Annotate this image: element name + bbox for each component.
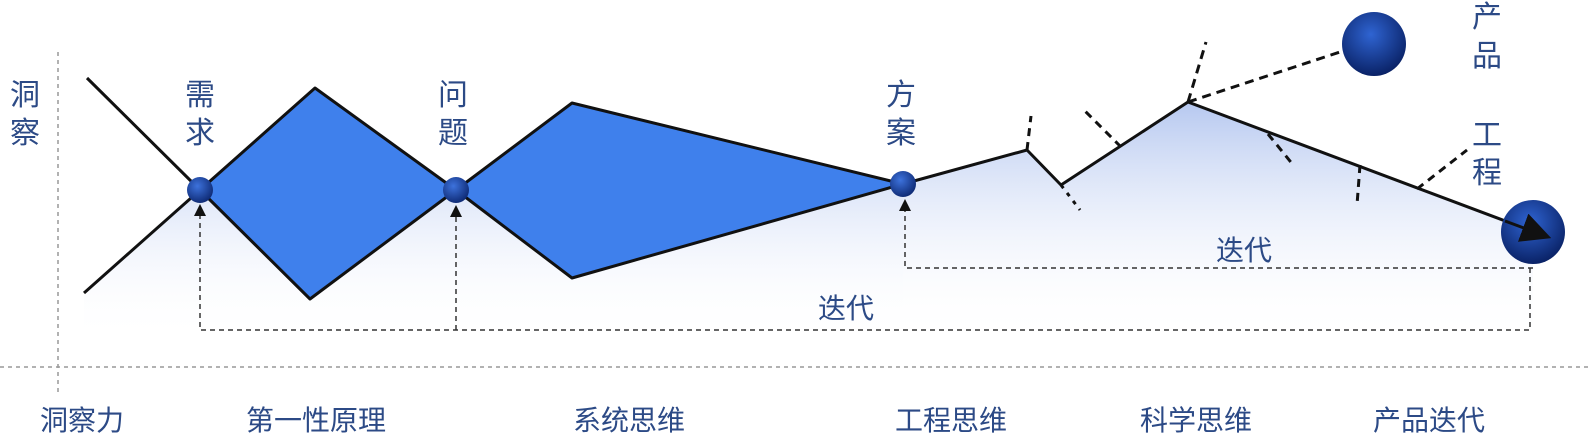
node-solution: [890, 171, 916, 197]
side-label-char-2: 察: [10, 116, 40, 151]
stage-label-systems-thinking: 系统思维: [573, 404, 685, 437]
branch-dash-7: [1416, 148, 1468, 191]
side-label-char-1: 洞: [10, 78, 40, 113]
label-problem-1: 问: [438, 78, 468, 113]
label-engineering-2: 程: [1472, 156, 1502, 191]
label-solution-2: 案: [886, 116, 916, 151]
stage-label-engineering-thinking: 工程思维: [895, 404, 1007, 437]
stage-label-first-principles: 第一性原理: [246, 404, 386, 437]
stage-label-product-iteration: 产品迭代: [1373, 404, 1485, 437]
branch-dash-6: [1355, 164, 1362, 206]
left-shaded-area: [84, 190, 200, 340]
label-problem-2: 题: [438, 116, 468, 151]
stage-label-scientific-thinking: 科学思维: [1140, 404, 1252, 437]
label-product-1: 产: [1472, 0, 1502, 35]
label-engineering-1: 工: [1472, 118, 1502, 153]
converge-line-bottom: [83, 188, 201, 295]
node-problem: [443, 177, 469, 203]
label-product-2: 品: [1472, 39, 1502, 74]
node-product: [1342, 12, 1406, 76]
label-solution-1: 方: [886, 78, 916, 113]
arrowhead-overlay: [1504, 213, 1552, 242]
iteration-loop-lower: [194, 204, 1531, 331]
science-arrow-line: [1187, 100, 1552, 242]
iteration-label-upper: 迭代: [1216, 234, 1272, 267]
branch-dash-5: [1266, 133, 1296, 167]
label-demand-2: 求: [185, 116, 215, 151]
iteration-label-lower: 迭代: [818, 292, 874, 325]
label-demand-1: 需: [185, 78, 215, 113]
engineering-path: [902, 100, 1189, 187]
branch-dash-product: [1187, 50, 1341, 104]
converge-line-top: [85, 76, 202, 192]
stage-label-insight: 洞察力: [40, 404, 124, 437]
shaded-area: [903, 102, 1533, 340]
node-demand: [187, 177, 213, 203]
iteration-loop-upper: [899, 199, 1533, 269]
branch-dash-4: [1186, 41, 1208, 103]
branch-dash-3: [1080, 106, 1123, 149]
branch-dash-1: [1025, 115, 1033, 151]
